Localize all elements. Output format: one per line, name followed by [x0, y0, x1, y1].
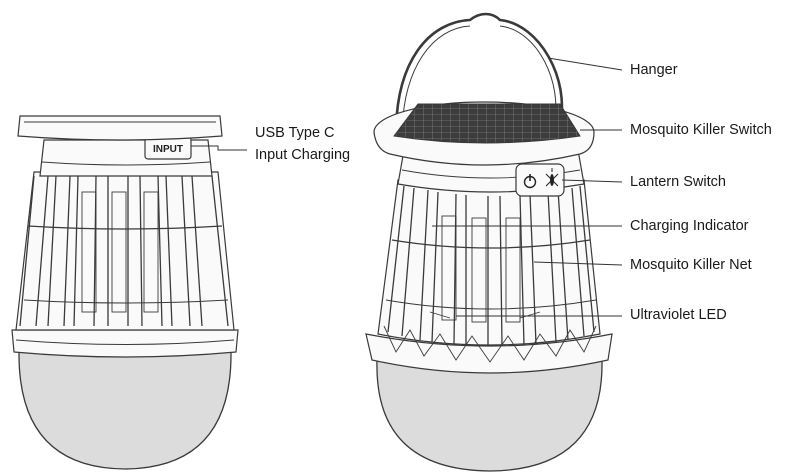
- label-charging-indicator: Charging Indicator: [630, 218, 749, 234]
- label-mosquito-killer-switch: Mosquito Killer Switch: [630, 122, 772, 138]
- left-lantern-dome: [18, 351, 232, 470]
- left-lantern: INPUT: [11, 115, 239, 470]
- right-lantern: [365, 12, 613, 472]
- hanger: [394, 12, 564, 139]
- label-input-charging: Input Charging: [255, 147, 351, 163]
- switch-panel: [515, 163, 565, 197]
- right-lantern-dome: [376, 359, 603, 472]
- label-ultraviolet-led: Ultraviolet LED: [630, 307, 727, 323]
- input-port-label: INPUT: [153, 144, 183, 155]
- solar-panel-icon: [393, 103, 581, 144]
- label-mosquito-killer-net: Mosquito Killer Net: [630, 257, 752, 273]
- label-usb-type-c: USB Type C: [255, 125, 335, 141]
- label-hanger: Hanger: [630, 62, 678, 78]
- ultraviolet-led: [429, 311, 541, 319]
- mosquito-icon[interactable]: [545, 168, 559, 187]
- label-lantern-switch: Lantern Switch: [630, 174, 726, 190]
- power-icon[interactable]: [523, 174, 537, 189]
